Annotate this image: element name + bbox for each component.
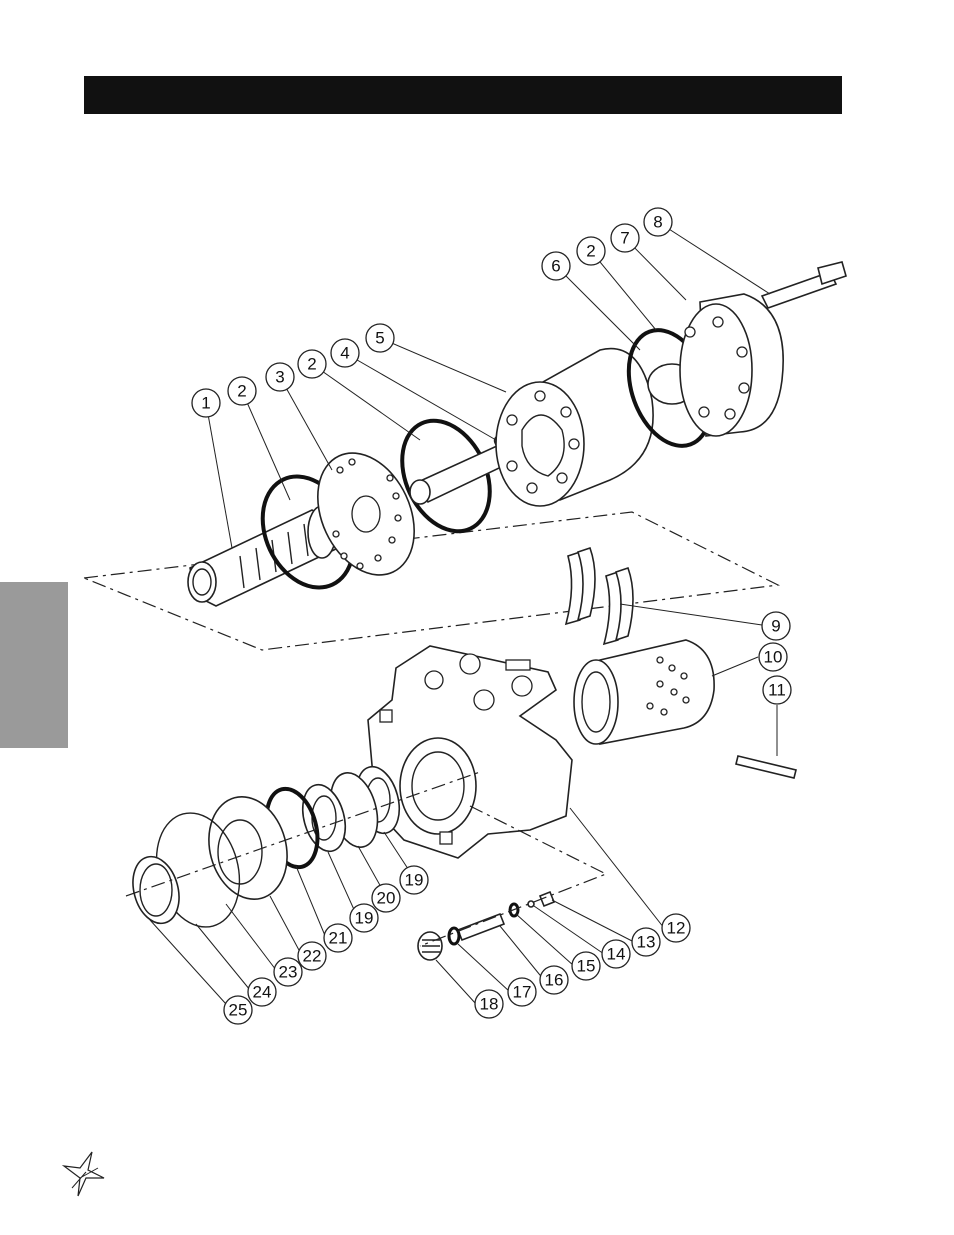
valve-housing-part (367, 645, 573, 859)
callout-8: 8 (643, 207, 673, 237)
cross-pin-part (735, 755, 797, 779)
callout-24: 24 (247, 977, 277, 1007)
section-header-bar (84, 76, 842, 114)
svg-text:15: 15 (577, 957, 596, 976)
svg-text:2: 2 (586, 242, 595, 261)
bolt-part (760, 261, 847, 309)
callout-23: 23 (273, 957, 303, 987)
callout-11: 11 (762, 675, 792, 705)
svg-text:6: 6 (551, 257, 560, 276)
callout-2: 2 (227, 376, 257, 406)
callout-14: 14 (601, 939, 631, 969)
bearing-and-seal-parts (132, 765, 401, 928)
svg-text:9: 9 (771, 617, 780, 636)
svg-text:22: 22 (303, 947, 322, 966)
svg-text:7: 7 (620, 229, 629, 248)
callout-4: 4 (330, 338, 360, 368)
spacer-plate-part (317, 452, 415, 576)
end-cover-part (679, 293, 784, 437)
callout-18: 18 (474, 989, 504, 1019)
svg-text:14: 14 (607, 945, 626, 964)
callout-19: 19 (349, 903, 379, 933)
svg-text:21: 21 (329, 929, 348, 948)
callout-16: 16 (539, 965, 569, 995)
callout-10: 10 (758, 642, 788, 672)
svg-text:16: 16 (545, 971, 564, 990)
svg-text:1: 1 (201, 394, 210, 413)
callout-3: 3 (265, 362, 295, 392)
callout-19: 19 (399, 865, 429, 895)
svg-text:17: 17 (513, 983, 532, 1002)
callout-17: 17 (507, 977, 537, 1007)
callout-25: 25 (223, 995, 253, 1025)
callout-13: 13 (631, 927, 661, 957)
svg-text:24: 24 (253, 983, 272, 1002)
callout-6: 6 (541, 251, 571, 281)
brand-star-logo (61, 1151, 105, 1197)
svg-text:8: 8 (653, 213, 662, 232)
svg-text:20: 20 (377, 889, 396, 908)
callout-21: 21 (323, 923, 353, 953)
svg-text:11: 11 (768, 681, 786, 700)
callout-22: 22 (297, 941, 327, 971)
svg-text:13: 13 (637, 933, 656, 952)
callout-2: 2 (297, 349, 327, 379)
callout-1: 1 (191, 388, 221, 418)
svg-text:2: 2 (237, 382, 246, 401)
svg-text:18: 18 (480, 995, 499, 1014)
callout-2: 2 (576, 236, 606, 266)
callout-20: 20 (371, 883, 401, 913)
spline-shaft-part (187, 505, 339, 607)
spool-sleeve-part (573, 639, 715, 745)
svg-text:19: 19 (405, 871, 424, 890)
svg-text:5: 5 (375, 329, 384, 348)
svg-text:25: 25 (229, 1001, 248, 1020)
centering-springs-part (564, 546, 634, 646)
svg-text:19: 19 (355, 909, 374, 928)
svg-text:23: 23 (279, 963, 298, 982)
callout-15: 15 (571, 951, 601, 981)
leader-lines (149, 221, 778, 1005)
callout-12: 12 (661, 913, 691, 943)
callout-5: 5 (365, 323, 395, 353)
svg-text:3: 3 (275, 368, 284, 387)
svg-text:4: 4 (340, 344, 349, 363)
callout-7: 7 (610, 223, 640, 253)
svg-text:12: 12 (667, 919, 686, 938)
axis-line (125, 771, 481, 897)
gear-set-part (495, 347, 654, 507)
svg-text:10: 10 (764, 648, 783, 667)
chapter-side-tab (0, 582, 68, 748)
assembly-dashed-outline (83, 511, 781, 651)
callout-9: 9 (761, 611, 791, 641)
check-valve-parts (417, 890, 556, 961)
svg-text:2: 2 (307, 355, 316, 374)
